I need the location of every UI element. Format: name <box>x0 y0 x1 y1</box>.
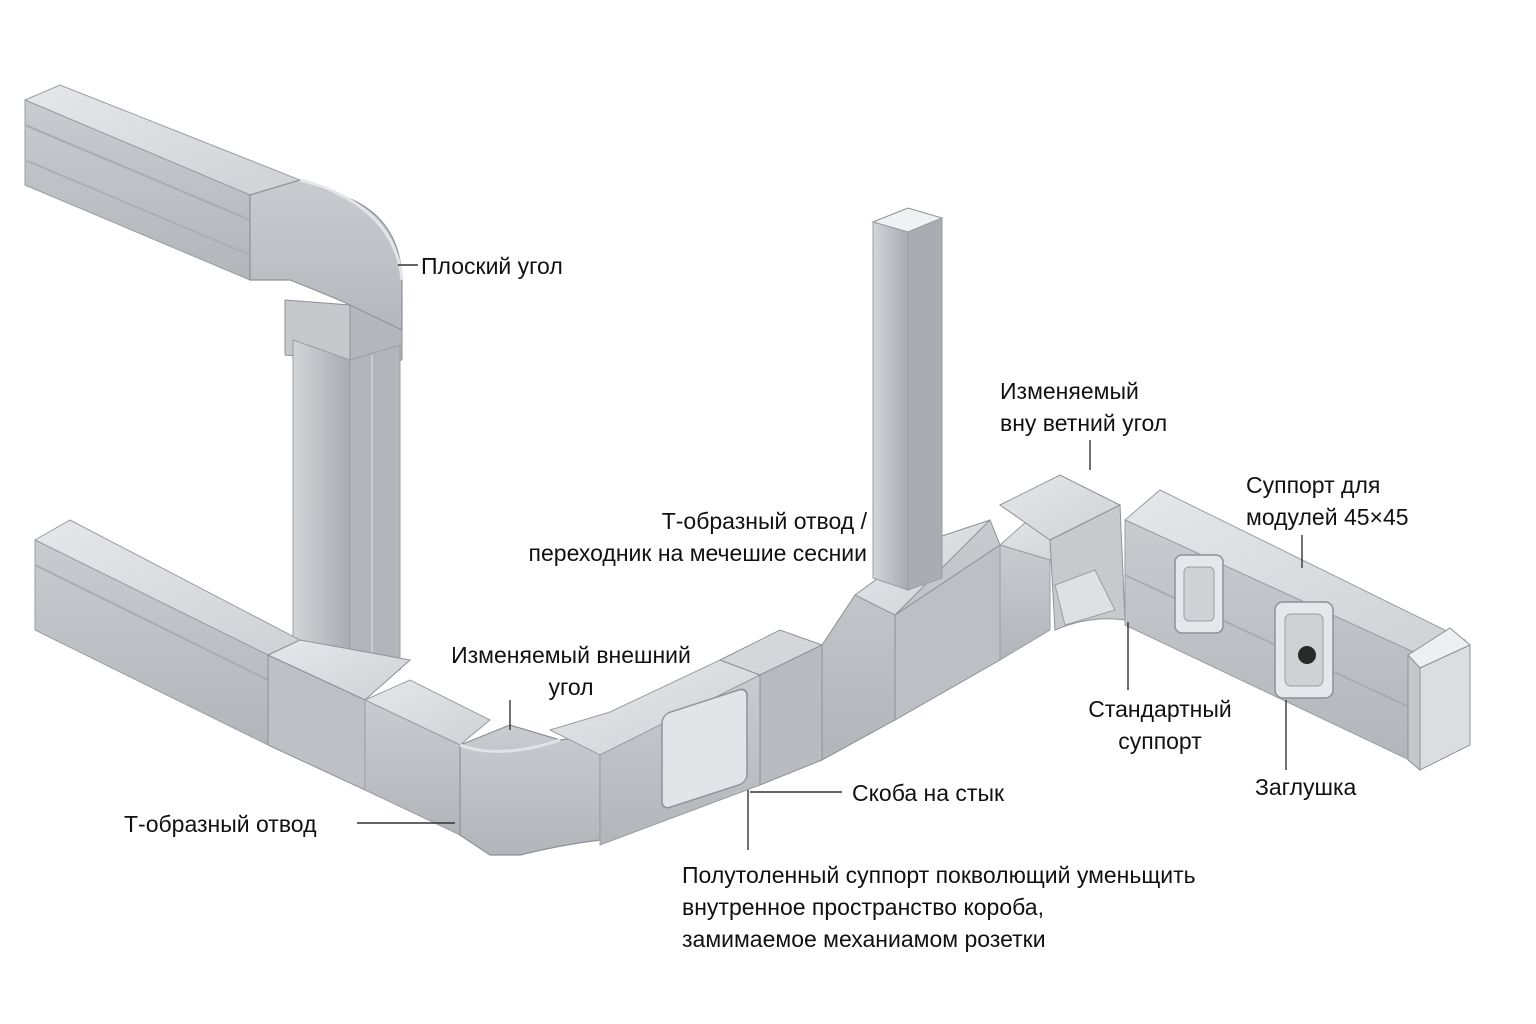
label-variable-outer-corner: Изменяемый внешний угол <box>430 639 712 703</box>
vertical-duct <box>292 339 401 681</box>
label-t-branch-adapter: Т-образный отвод / переходник на мечешие… <box>497 505 867 569</box>
segment-lower-mid <box>363 679 491 836</box>
variable-inner-corner-part <box>999 474 1126 631</box>
label-support-45: Суппорт для модулей 45×45 <box>1246 469 1409 533</box>
label-support-45-line-1: Суппорт для <box>1246 472 1381 498</box>
label-standard-support-line-1: Стандартный <box>1088 696 1232 722</box>
front-run-duct <box>548 659 762 846</box>
joint-clip-part <box>718 629 824 786</box>
label-t-branch: Т-образный отвод <box>124 811 317 837</box>
label-variable-outer-corner-line-2: угол <box>548 674 594 700</box>
vertical-riser <box>871 207 944 591</box>
support-45-part <box>1274 601 1334 699</box>
flat-corner-part <box>249 178 404 361</box>
leader-lines <box>357 264 1303 850</box>
label-variable-inner-corner: Изменяемый вну ветний угол <box>1000 375 1167 439</box>
label-standard-support-line-2: суппорт <box>1118 728 1202 754</box>
label-joint-clip: Скоба на стык <box>852 780 1005 806</box>
label-flat-corner: Плоский угол <box>421 253 563 279</box>
label-half-support-line-3: замимаемое механиамом розетки <box>682 926 1046 952</box>
label-variable-inner-corner-line-1: Изменяемый <box>1000 378 1139 404</box>
label-t-branch-adapter-line-1: Т-образный отвод / <box>661 508 867 534</box>
label-variable-inner-corner-line-2: вну ветний угол <box>1000 410 1168 436</box>
upper-left-duct <box>23 84 302 281</box>
label-end-cap: Заглушка <box>1255 774 1357 800</box>
standard-support-part <box>1174 554 1224 634</box>
lower-left-duct <box>33 519 302 746</box>
label-half-support-line-1: Полутоленный суппорт покволющий уменьщит… <box>682 862 1196 888</box>
label-support-45-line-2: модулей 45×45 <box>1246 504 1409 530</box>
t-branch-part <box>266 639 412 791</box>
label-half-support-line-2: внутренное пространство короба, <box>682 894 1044 920</box>
label-variable-outer-corner-line-1: Изменяемый внешний <box>451 642 691 668</box>
label-standard-support: Стандартный суппорт <box>1075 693 1245 757</box>
label-half-support: Полутоленный суппорт покволющий уменьщит… <box>682 859 1196 955</box>
end-cap-part <box>1407 627 1471 772</box>
label-t-branch-adapter-line-2: переходник на мечешие сеснии <box>528 540 867 566</box>
